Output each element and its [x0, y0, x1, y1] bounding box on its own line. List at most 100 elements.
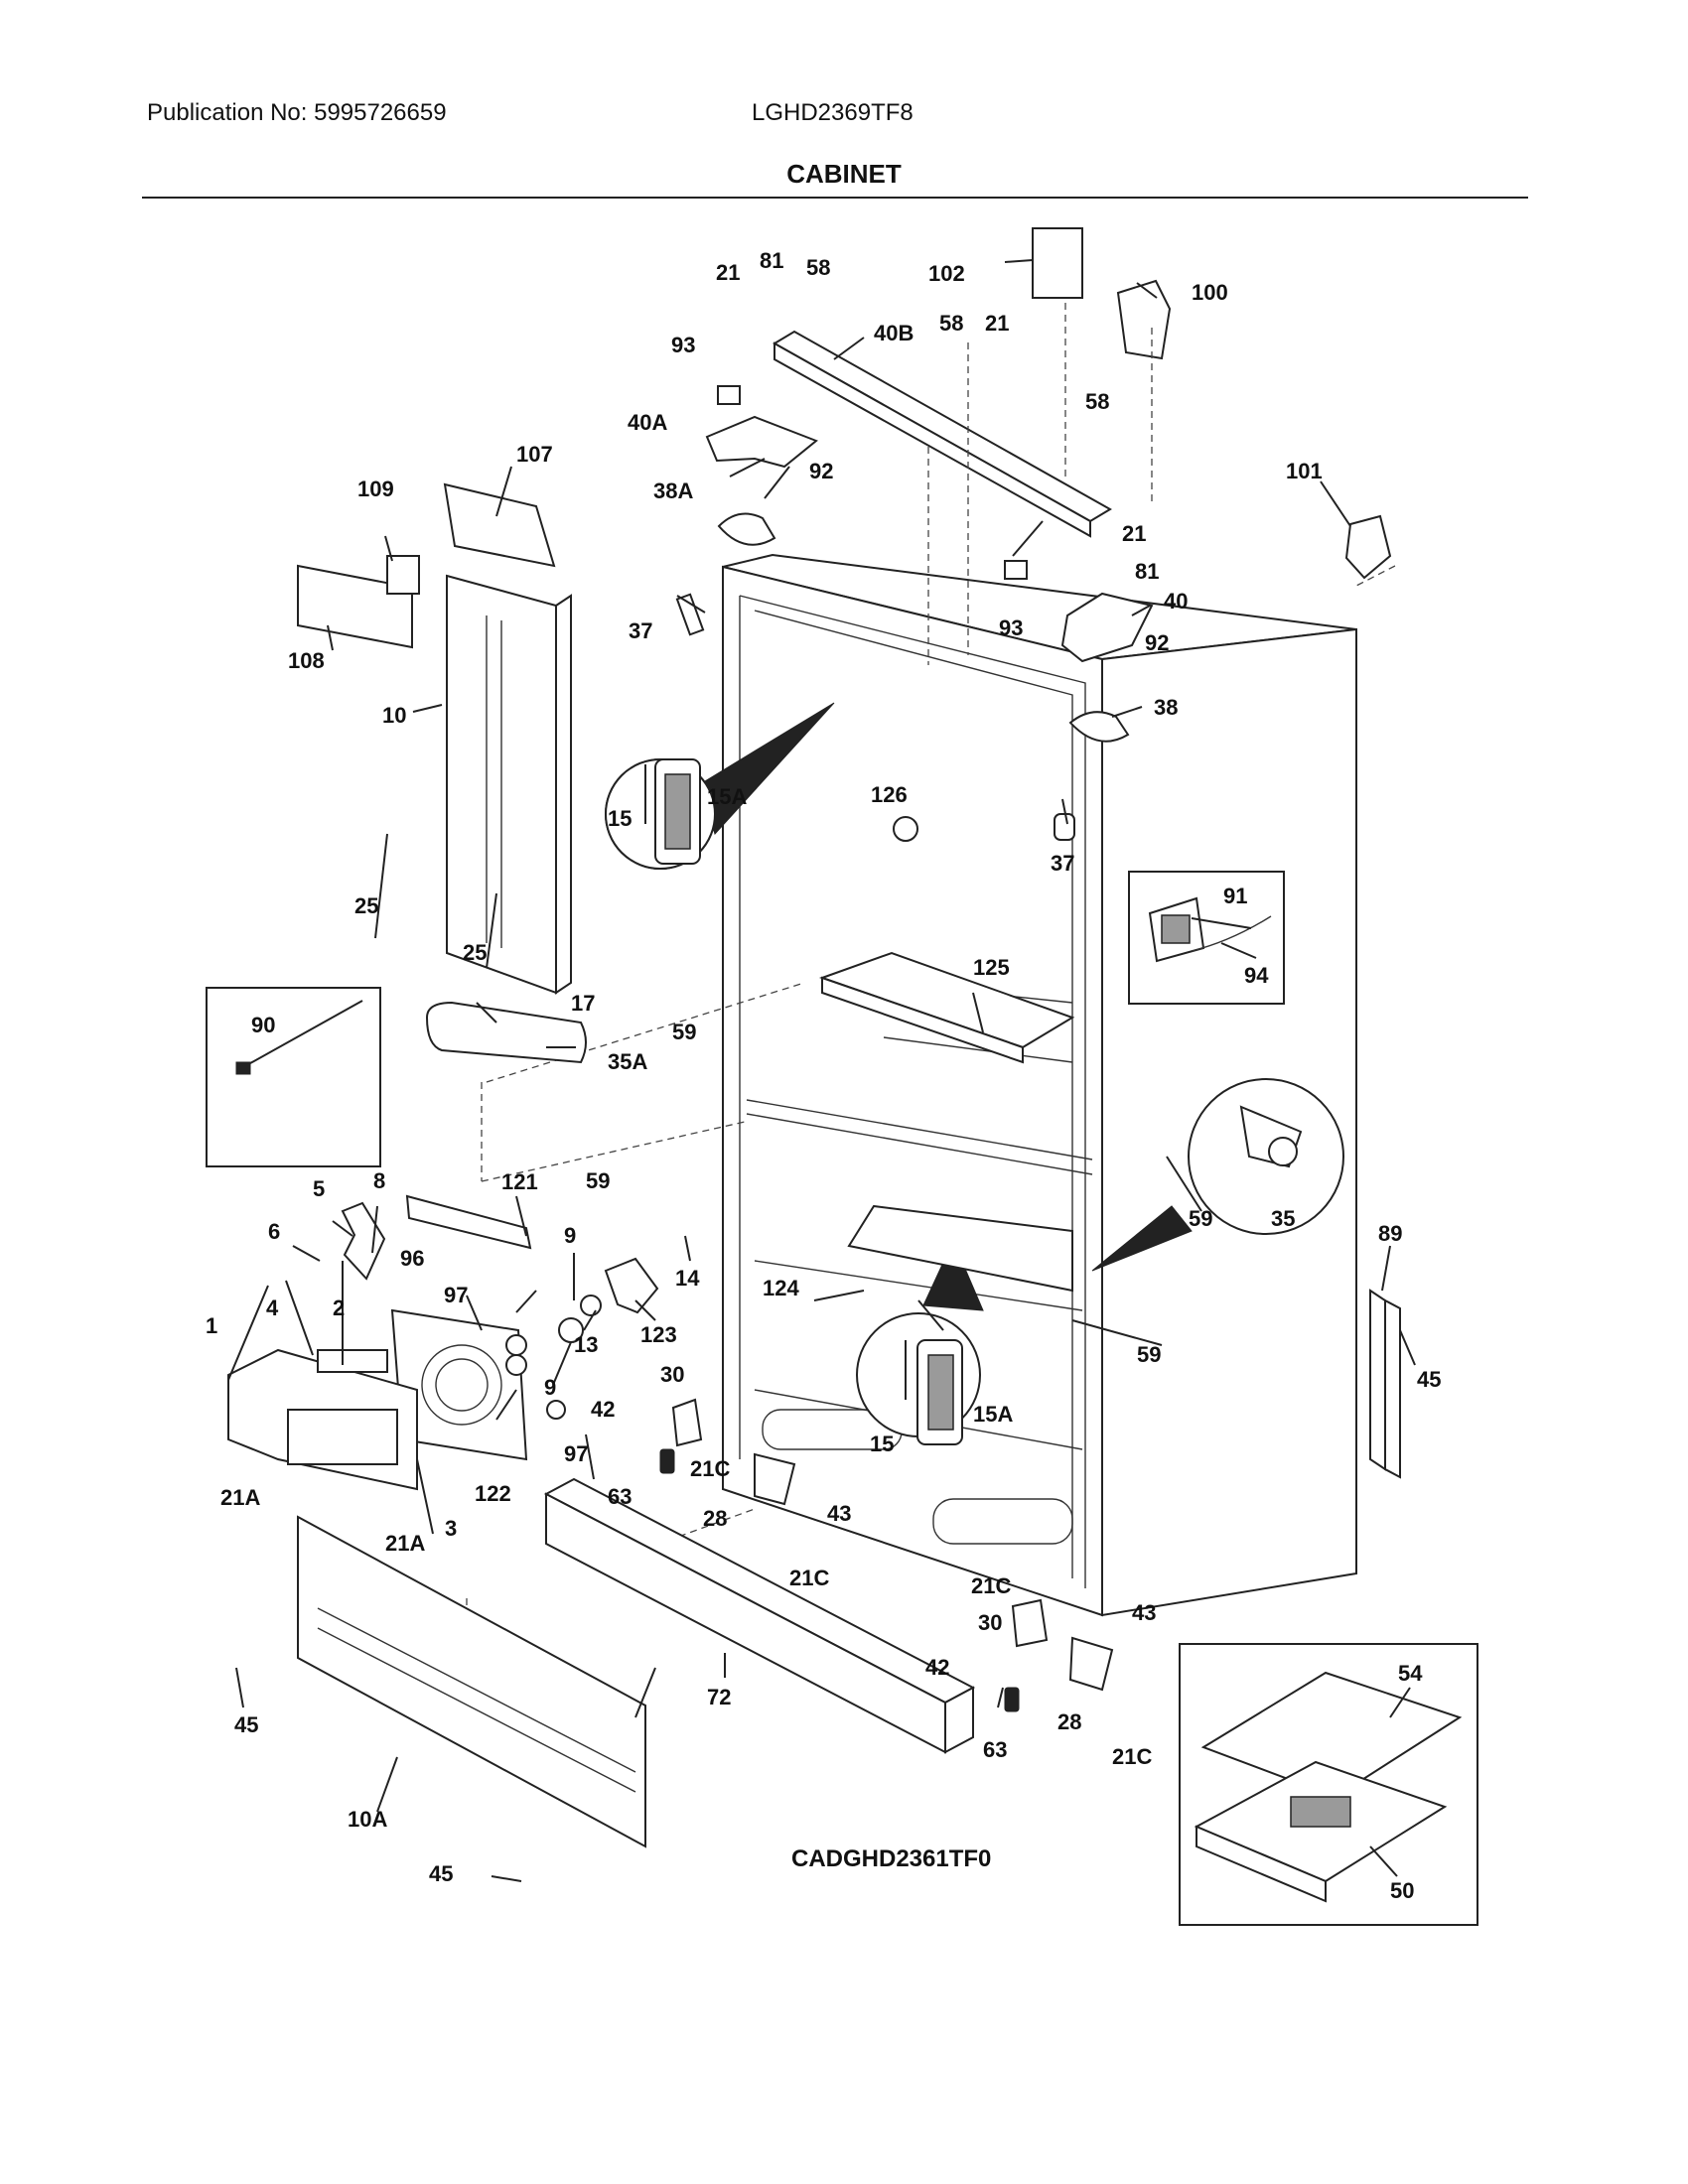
callout-5: 5 — [313, 1176, 325, 1201]
callout-3: 3 — [445, 1516, 457, 1541]
callout-59-b: 59 — [586, 1168, 610, 1193]
detail-circle-upper — [605, 702, 835, 870]
callout-21-hinge: 21 — [1122, 521, 1146, 546]
callout-121: 121 — [501, 1169, 538, 1194]
callout-124: 124 — [763, 1276, 799, 1300]
callout-97-upper: 97 — [444, 1283, 468, 1307]
callout-50: 50 — [1390, 1878, 1414, 1903]
side-trim — [1369, 1289, 1401, 1479]
callout-58-a: 58 — [806, 255, 830, 280]
callout-38: 38 — [1154, 695, 1178, 720]
callout-14: 14 — [675, 1266, 700, 1291]
callout-93-left: 93 — [671, 333, 695, 357]
fan-assembly — [227, 1194, 659, 1491]
callout-45-side: 45 — [1417, 1367, 1441, 1392]
callout-10A: 10A — [348, 1807, 387, 1832]
callout-90: 90 — [251, 1013, 275, 1037]
callout-15A-lower: 15A — [973, 1402, 1013, 1427]
callout-101: 101 — [1286, 459, 1323, 483]
callout-42-b: 42 — [925, 1655, 949, 1680]
model-number: LGHD2369TF8 — [752, 99, 914, 126]
callout-30-a: 30 — [660, 1362, 684, 1387]
callout-40: 40 — [1164, 589, 1188, 614]
detail-box-sensor — [206, 987, 381, 1167]
callout-42-a: 42 — [591, 1397, 615, 1422]
callout-37-left: 37 — [629, 618, 652, 643]
callout-58-b: 58 — [939, 311, 963, 336]
callout-37-right: 37 — [1051, 851, 1074, 876]
callout-35: 35 — [1271, 1206, 1295, 1231]
callout-125: 125 — [973, 955, 1010, 980]
callout-21C-d: 21C — [1112, 1744, 1152, 1769]
callout-21-top-right: 21 — [985, 311, 1009, 336]
callout-43-b: 43 — [1132, 1600, 1156, 1625]
callout-97-lower: 97 — [564, 1441, 588, 1466]
callout-54: 54 — [1398, 1661, 1423, 1686]
leader-lines — [227, 259, 1416, 1882]
callout-15A-upper: 15A — [707, 784, 747, 809]
callout-21A-left: 21A — [220, 1485, 260, 1510]
callout-59-d: 59 — [1137, 1342, 1161, 1367]
callout-21C-a: 21C — [690, 1456, 730, 1481]
callout-21C-b: 21C — [789, 1566, 829, 1590]
callout-81-a: 81 — [760, 248, 783, 273]
callout-100: 100 — [1192, 280, 1228, 305]
callout-92-lower: 92 — [1145, 630, 1169, 655]
page-title: CABINET — [786, 159, 902, 189]
callout-58-c: 58 — [1085, 389, 1109, 414]
callout-25-upper: 25 — [354, 893, 378, 918]
callout-labels: 1 2 3 4 5 6 8 9 9 10 10A 13 14 15 15A 15… — [206, 248, 1441, 1903]
callout-107: 107 — [516, 442, 553, 467]
detail-circle-lower — [856, 1239, 984, 1445]
callout-6: 6 — [268, 1219, 280, 1244]
toe-grille — [543, 1477, 976, 1754]
callout-9-lower: 9 — [544, 1375, 556, 1400]
rear-access-panel — [297, 1515, 646, 1848]
callout-28-a: 28 — [703, 1506, 727, 1531]
diagram-code: CADGHD2361TF0 — [791, 1845, 991, 1872]
ice-maker-assembly — [1194, 1671, 1463, 1903]
callout-25-lower: 25 — [463, 940, 487, 965]
callout-21C-c: 21C — [971, 1573, 1011, 1598]
callout-96: 96 — [400, 1246, 424, 1271]
callout-9-upper: 9 — [564, 1223, 576, 1248]
cabinet-shelves — [818, 951, 1075, 1293]
callout-92-upper: 92 — [809, 459, 833, 483]
callout-81-b: 81 — [1135, 559, 1159, 584]
callout-40B: 40B — [874, 321, 914, 345]
callout-89: 89 — [1378, 1221, 1402, 1246]
callout-15-upper: 15 — [608, 806, 632, 831]
base-hardware — [659, 1398, 1114, 1712]
callout-45-bottom: 45 — [429, 1861, 453, 1886]
callout-8: 8 — [373, 1168, 385, 1193]
callout-4: 4 — [266, 1296, 279, 1320]
callout-122: 122 — [475, 1481, 511, 1506]
detail-circle-right — [1091, 1078, 1344, 1272]
callout-28-b: 28 — [1057, 1709, 1081, 1734]
callout-123: 123 — [640, 1322, 677, 1347]
callout-59-a: 59 — [672, 1020, 696, 1044]
callout-21-top-left: 21 — [716, 260, 740, 285]
sensor-probe — [235, 1000, 363, 1075]
callout-109: 109 — [357, 477, 394, 501]
callout-30-b: 30 — [978, 1610, 1002, 1635]
callout-43-a: 43 — [827, 1501, 851, 1526]
callout-21A-right: 21A — [385, 1531, 425, 1556]
callout-45-left: 45 — [234, 1712, 258, 1737]
callout-126: 126 — [871, 782, 908, 807]
callout-108: 108 — [288, 648, 325, 673]
callout-63-a: 63 — [608, 1484, 632, 1509]
air-duct-assembly — [297, 482, 587, 1064]
callout-59-c: 59 — [1189, 1206, 1212, 1231]
control-module — [1148, 896, 1272, 963]
callout-10: 10 — [382, 703, 406, 728]
callout-93-right: 93 — [999, 615, 1023, 640]
header-divider — [142, 197, 1528, 199]
callout-15-lower: 15 — [870, 1432, 894, 1456]
callout-2: 2 — [333, 1296, 345, 1320]
callout-72: 72 — [707, 1685, 731, 1709]
callout-40A: 40A — [628, 410, 667, 435]
callout-1: 1 — [206, 1313, 217, 1338]
callout-38A: 38A — [653, 478, 693, 503]
callout-13: 13 — [574, 1332, 598, 1357]
